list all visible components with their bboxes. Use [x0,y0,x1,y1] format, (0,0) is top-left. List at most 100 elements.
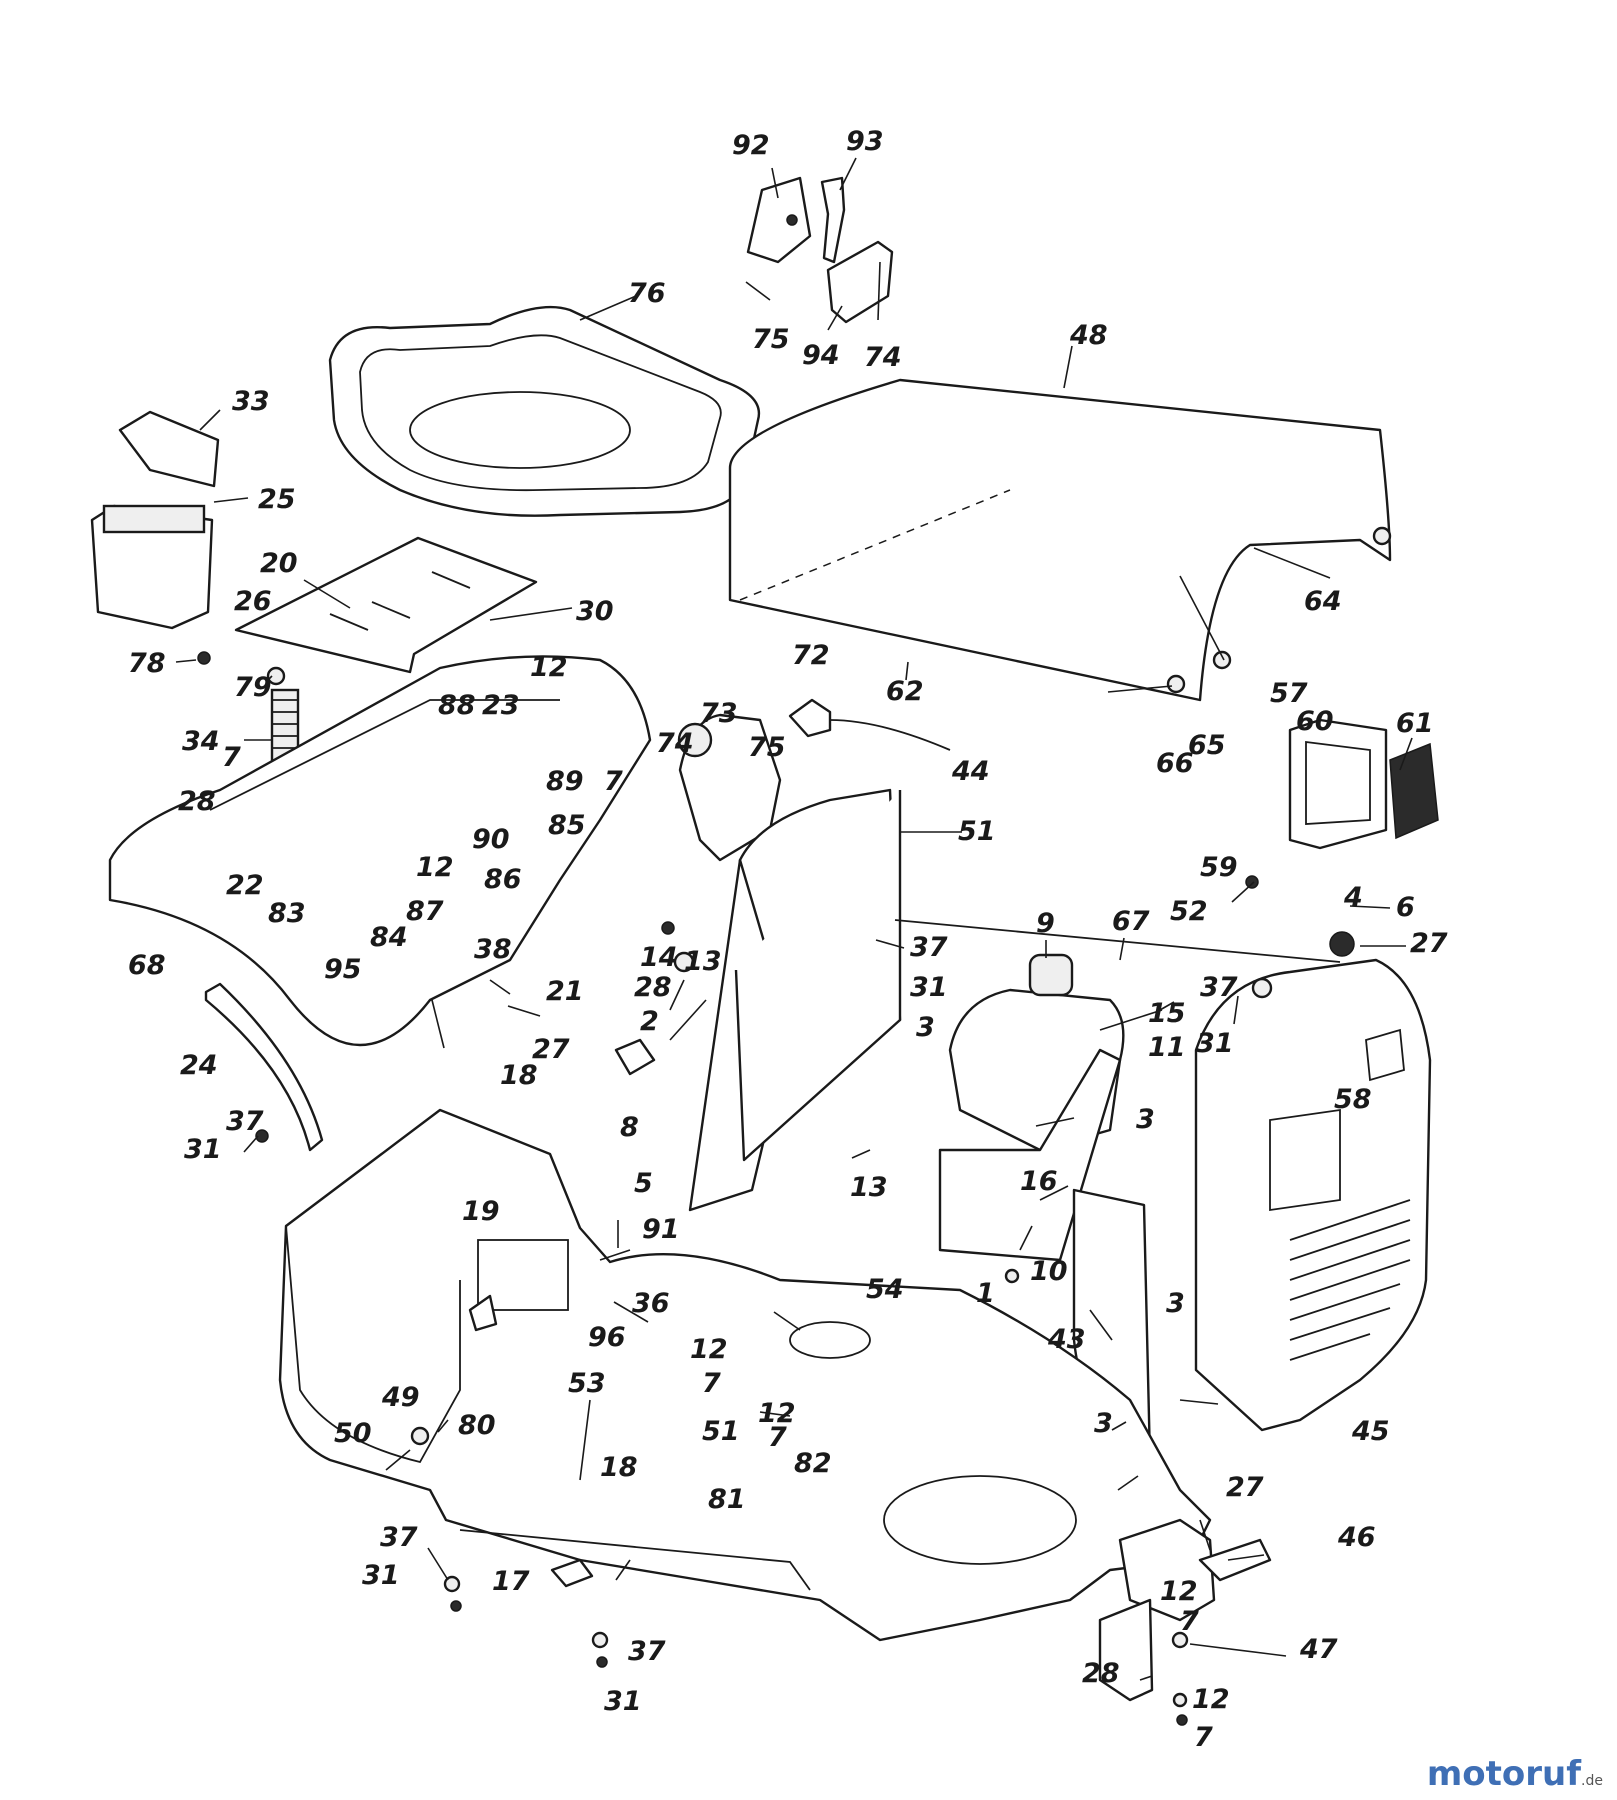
callout-30: 30 [576,596,614,627]
callout-12: 12 [1192,1684,1230,1715]
callout-66: 66 [1156,748,1194,779]
front-grille-45 [1194,958,1432,1432]
callout-23: 23 [482,690,520,721]
callout-12: 12 [1160,1576,1198,1607]
callout-38: 38 [474,934,512,965]
lever-93 [820,176,846,264]
callout-18: 18 [500,1060,538,1091]
callout-88: 88 [438,690,476,721]
callout-59: 59 [1200,852,1238,883]
seat-76 [328,305,761,517]
callout-83: 83 [268,898,306,929]
callout-48: 48 [1069,320,1108,351]
callout-84: 84 [370,922,408,953]
callout-75: 75 [752,324,790,355]
callout-12: 12 [416,852,454,883]
callout-16: 16 [1020,1166,1058,1197]
callout-87: 87 [406,896,444,927]
callout-3: 3 [1136,1104,1155,1135]
callout-80: 80 [458,1410,496,1441]
callout-31: 31 [362,1560,400,1591]
callout-31: 31 [910,972,948,1003]
callout-94: 94 [802,340,840,371]
callout-65: 65 [1188,730,1226,761]
callout-3: 3 [1094,1408,1113,1439]
height-rail-24 [204,982,324,1152]
watermark-suffix: .de [1581,1773,1603,1789]
battery-box-33-25 [90,410,220,630]
callout-73: 73 [700,698,738,729]
hardware [197,526,1392,1726]
axle-bracket-46 [1098,1518,1272,1702]
callout-52: 52 [1170,896,1208,927]
callout-6: 6 [1396,892,1415,923]
callout-31: 31 [184,1134,222,1165]
callout-19: 19 [462,1196,500,1227]
callout-61: 61 [1396,708,1434,739]
callout-27: 27 [1226,1472,1264,1503]
callout-49: 49 [381,1382,420,1413]
callout-75: 75 [748,732,786,763]
rod-67 [894,919,1341,963]
callout-90: 90 [472,824,510,855]
callout-22: 22 [226,870,264,901]
callout-25: 25 [258,484,296,515]
callout-12: 12 [530,652,568,683]
callout-31: 31 [1196,1028,1234,1059]
callout-74: 74 [656,728,694,759]
callout-89: 89 [546,766,584,797]
callout-43: 43 [1047,1324,1086,1355]
callout-26: 26 [234,586,272,617]
callout-18: 18 [600,1452,638,1483]
callout-54: 54 [866,1274,904,1305]
callout-24: 24 [180,1050,218,1081]
callout-3: 3 [1166,1288,1185,1319]
callout-60: 60 [1296,706,1334,737]
callout-79: 79 [234,672,272,703]
callout-96: 96 [588,1322,626,1353]
callout-17: 17 [492,1566,530,1597]
clip-17 [550,1558,594,1588]
callout-93: 93 [846,126,884,157]
rear-fender-68 [108,655,652,1046]
callout-28: 28 [1082,1658,1120,1689]
callout-68: 68 [128,950,166,981]
hood-48 [728,378,1392,702]
callout-4: 4 [1343,882,1363,913]
callout-78: 78 [128,648,166,679]
leader-lines [175,157,1413,1681]
callout-82: 82 [794,1448,832,1479]
callout-27: 27 [1410,928,1448,959]
callout-12: 12 [690,1334,728,1365]
bolt-19 [468,1294,498,1332]
callout-27: 27 [532,1034,570,1065]
callout-15: 15 [1148,998,1186,1029]
seat-plate-20 [234,536,538,674]
callout-37: 37 [910,932,948,963]
callout-13: 13 [684,946,722,977]
callout-13: 13 [850,1172,888,1203]
callout-31: 31 [604,1686,642,1717]
callout-7: 7 [1180,1606,1199,1637]
callout-37: 37 [380,1522,418,1553]
pedal-bracket-73 [677,713,782,862]
callout-3: 3 [916,1012,935,1043]
watermark-logo: motoruf.de [1427,1754,1603,1794]
callout-12: 12 [758,1398,796,1429]
callout-28: 28 [634,972,672,1003]
callout-14: 14 [640,942,678,973]
callout-21: 21 [546,976,584,1007]
callout-labels: 92 93 75 94 74 76 48 33 25 20 26 30 78 7… [128,126,1448,1753]
callout-86: 86 [484,864,522,895]
callout-37: 37 [628,1636,666,1667]
callout-5: 5 [634,1168,653,1199]
callout-51: 51 [958,816,996,847]
grille-61 [1389,742,1439,840]
callout-95: 95 [324,954,362,985]
callout-10: 10 [1030,1256,1068,1287]
callout-58: 58 [1334,1084,1372,1115]
callout-91: 91 [642,1214,680,1245]
callout-72: 72 [792,640,830,671]
callout-81: 81 [708,1484,746,1515]
